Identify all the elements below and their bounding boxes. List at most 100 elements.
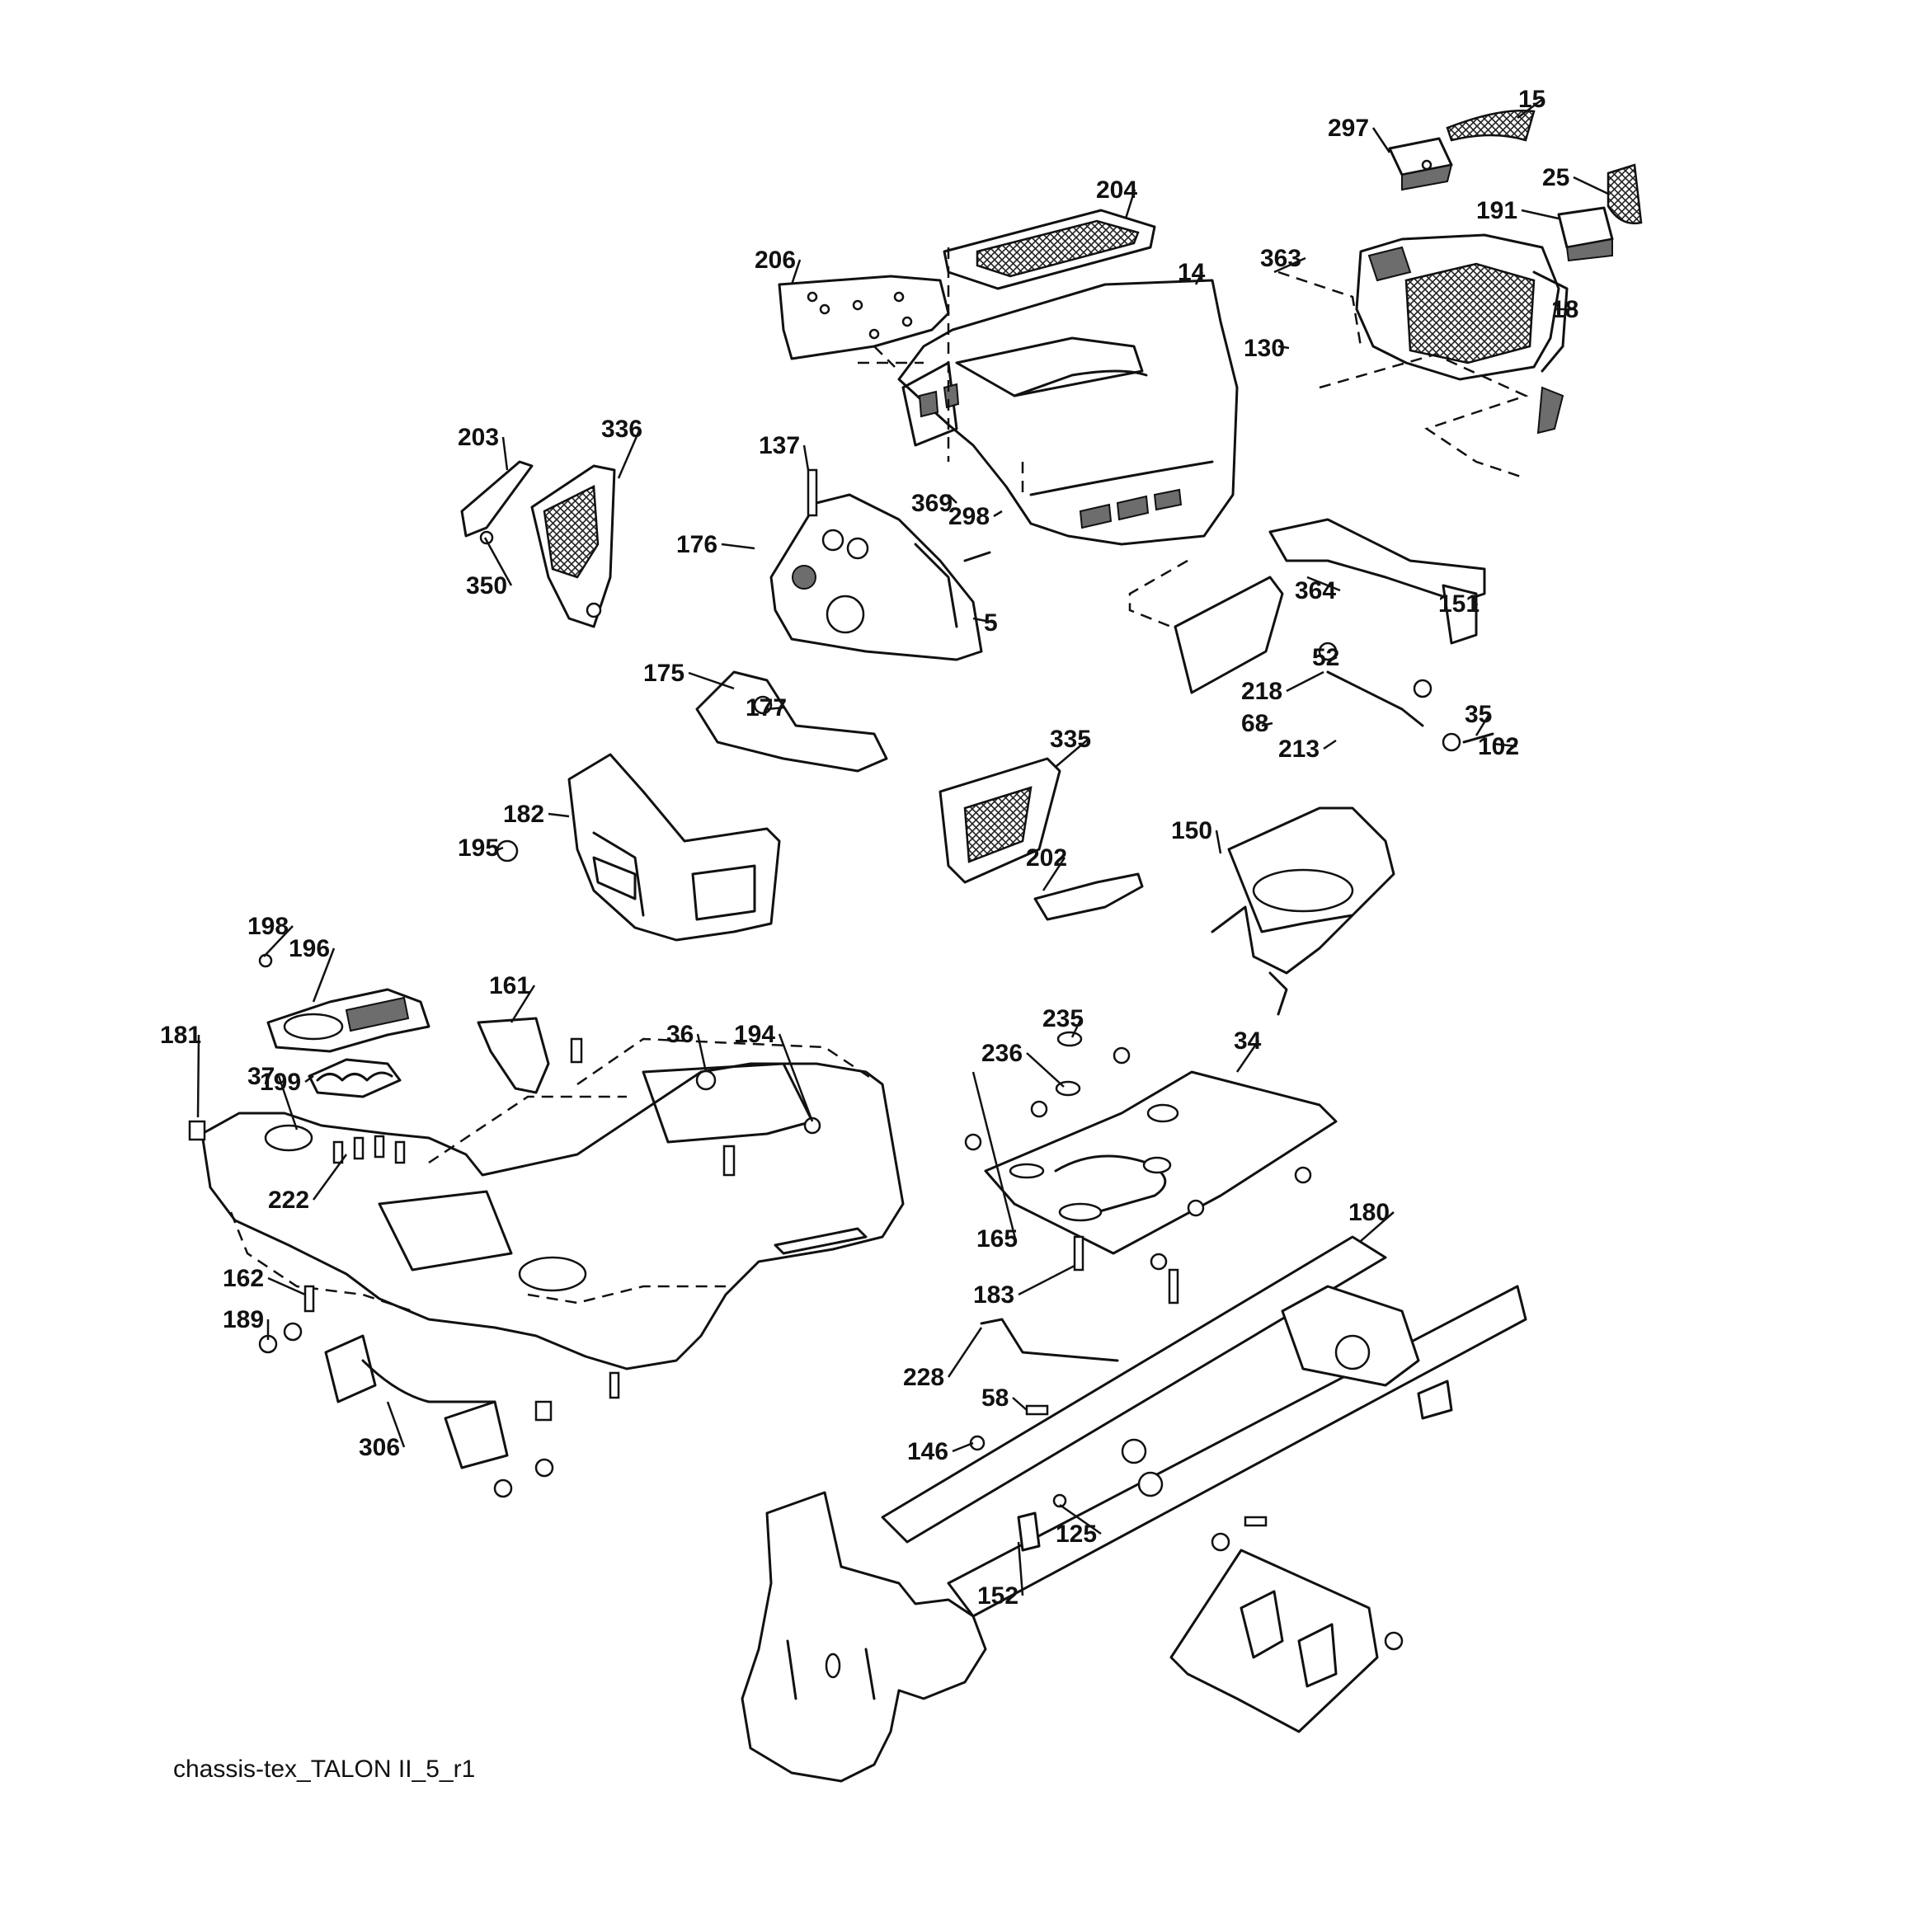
callout-350: 350 bbox=[466, 572, 507, 599]
callout-leader-162 bbox=[267, 1276, 306, 1296]
callout-leader-236 bbox=[1026, 1052, 1065, 1088]
callout-181: 181 bbox=[160, 1022, 201, 1049]
callout-14: 14 bbox=[1178, 259, 1206, 286]
callout-15: 15 bbox=[1518, 86, 1545, 113]
callout-202: 202 bbox=[1026, 844, 1067, 872]
callout-35: 35 bbox=[1465, 701, 1492, 728]
callout-leader-151 bbox=[1475, 603, 1479, 607]
callout-leader-364 bbox=[1306, 576, 1341, 592]
callout-leader-25 bbox=[1573, 176, 1609, 195]
callout-369: 369 bbox=[911, 490, 953, 517]
part-199-heatshield bbox=[308, 1058, 402, 1098]
callout-176: 176 bbox=[676, 531, 717, 558]
callout-leader-36 bbox=[696, 1033, 708, 1073]
callout-336: 336 bbox=[601, 416, 642, 443]
callout-leader-213 bbox=[1323, 739, 1337, 750]
callout-leader-52 bbox=[1331, 656, 1338, 661]
part-205-cover bbox=[1174, 576, 1284, 694]
callout-298: 298 bbox=[948, 503, 990, 530]
part-175-bracket bbox=[695, 670, 888, 773]
part-151-bracket bbox=[1268, 518, 1486, 645]
callout-leader-150 bbox=[1215, 830, 1222, 854]
part-180-frame bbox=[741, 1235, 1527, 1783]
callout-102: 102 bbox=[1478, 733, 1519, 760]
part-150-shroud bbox=[1211, 806, 1395, 1016]
callout-5: 5 bbox=[984, 609, 998, 637]
callout-leader-218 bbox=[1286, 670, 1324, 693]
callout-leader-206 bbox=[790, 259, 802, 285]
callout-189: 189 bbox=[223, 1306, 264, 1333]
callout-203: 203 bbox=[458, 424, 499, 451]
diagram-caption: chassis-tex_TALON II_5_r1 bbox=[173, 1756, 475, 1783]
callout-236: 236 bbox=[981, 1040, 1023, 1067]
callout-137: 137 bbox=[759, 432, 800, 459]
callout-leader-191 bbox=[1521, 209, 1560, 220]
callout-180: 180 bbox=[1348, 1199, 1390, 1226]
part-161-cover bbox=[477, 1017, 550, 1094]
callout-leader-196 bbox=[312, 947, 336, 1003]
callout-183: 183 bbox=[973, 1281, 1014, 1309]
part-182-lower-dash bbox=[567, 753, 781, 942]
callout-leader-306 bbox=[386, 1401, 406, 1448]
callout-leader-336 bbox=[617, 428, 642, 479]
part-58-bracket bbox=[324, 1334, 509, 1469]
callout-leader-182 bbox=[548, 812, 570, 818]
part-222-screws bbox=[332, 1135, 406, 1164]
part-36-bolt bbox=[570, 1037, 736, 1177]
callout-191: 191 bbox=[1476, 197, 1517, 224]
callout-leader-222 bbox=[312, 1154, 348, 1201]
callout-218: 218 bbox=[1241, 678, 1282, 705]
callout-leader-37 bbox=[277, 1075, 299, 1131]
part-15-badge bbox=[1446, 109, 1536, 142]
callout-leader-350 bbox=[483, 537, 513, 586]
callout-194: 194 bbox=[734, 1021, 775, 1048]
part-196-cover bbox=[266, 988, 430, 1053]
callout-213: 213 bbox=[1278, 736, 1320, 763]
part-202-bracket bbox=[1033, 872, 1144, 921]
callout-leader-176 bbox=[721, 543, 755, 550]
callout-leader-35 bbox=[1475, 713, 1491, 736]
callout-68: 68 bbox=[1241, 710, 1268, 737]
part-218-rod bbox=[1318, 642, 1494, 752]
callout-leader-165 bbox=[971, 1071, 1017, 1239]
callout-leader-195 bbox=[494, 846, 504, 853]
part-181-pin bbox=[188, 1120, 553, 1422]
part-25-lens bbox=[1607, 163, 1643, 225]
part-195-grommet bbox=[496, 839, 519, 863]
callout-leader-202 bbox=[1042, 857, 1066, 891]
callout-leader-102 bbox=[1492, 742, 1517, 748]
callout-37: 37 bbox=[247, 1063, 275, 1090]
callout-leader-177 bbox=[766, 706, 785, 711]
part-34-plate bbox=[984, 1070, 1338, 1255]
callout-235: 235 bbox=[1042, 1005, 1084, 1032]
part-335-side-grille bbox=[939, 757, 1061, 884]
callout-363: 363 bbox=[1260, 245, 1301, 272]
callout-177: 177 bbox=[746, 694, 787, 722]
callout-195: 195 bbox=[458, 834, 499, 862]
part-137-pin bbox=[807, 468, 991, 562]
callout-130: 130 bbox=[1244, 335, 1285, 362]
callout-165: 165 bbox=[976, 1225, 1018, 1253]
callout-161: 161 bbox=[489, 972, 530, 999]
callout-364: 364 bbox=[1295, 577, 1336, 604]
callout-228: 228 bbox=[903, 1364, 944, 1391]
callout-leader-181 bbox=[196, 1034, 200, 1118]
part-198-clip bbox=[258, 953, 273, 968]
callout-34: 34 bbox=[1234, 1027, 1262, 1055]
part-125-clip bbox=[1017, 1511, 1041, 1552]
callout-leader-125 bbox=[1059, 1503, 1102, 1535]
callout-151: 151 bbox=[1438, 590, 1480, 618]
callout-25: 25 bbox=[1542, 164, 1569, 191]
callout-leader-152 bbox=[1017, 1541, 1024, 1596]
callout-leader-34 bbox=[1235, 1040, 1260, 1073]
part-206-panel bbox=[778, 275, 950, 360]
part-165-rod bbox=[980, 1318, 1119, 1362]
callout-204: 204 bbox=[1096, 176, 1137, 204]
part-5-dash bbox=[769, 493, 983, 661]
callout-206: 206 bbox=[755, 247, 796, 274]
callout-146: 146 bbox=[907, 1438, 948, 1465]
callout-leader-369 bbox=[948, 494, 957, 504]
part-297-block bbox=[1388, 137, 1453, 191]
part-350-screw bbox=[479, 530, 494, 545]
